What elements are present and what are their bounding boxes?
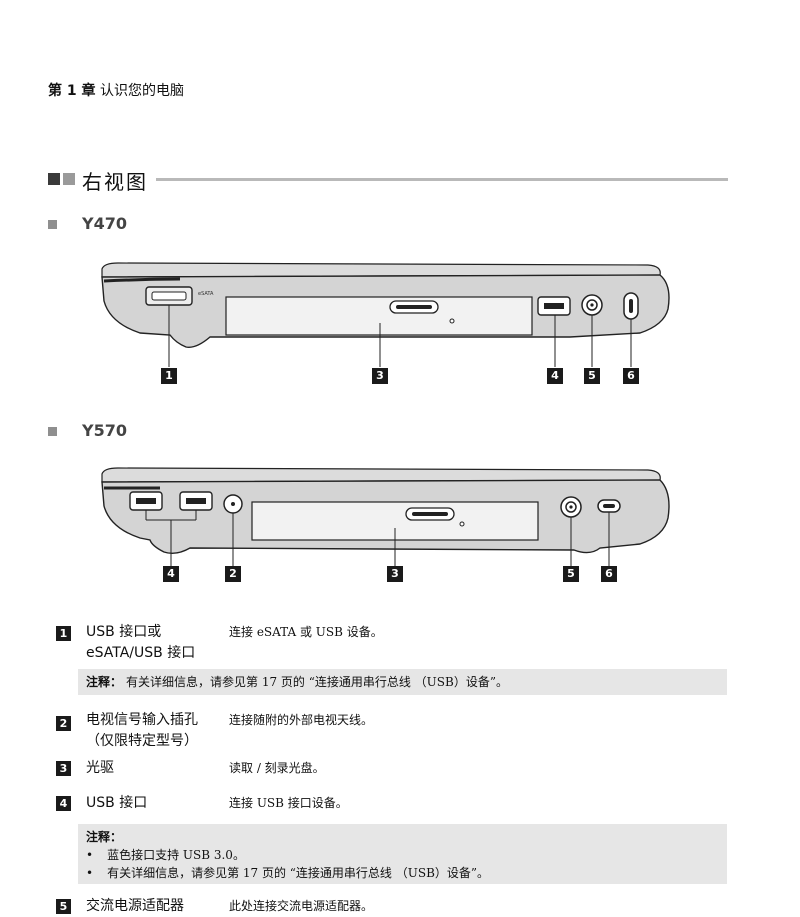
item-term: USB 接口或 eSATA/USB 接口 bbox=[86, 624, 196, 661]
item-badge: 4 bbox=[56, 796, 71, 811]
item-badge: 5 bbox=[56, 899, 71, 914]
note-bullet: •有关详细信息，请参见第 17 页的 “连接通用串行总线 （USB）设备”。 bbox=[86, 866, 490, 880]
item-term: 电视信号输入插孔 （仅限特定型号） bbox=[86, 712, 198, 749]
note-label: 注释： bbox=[86, 830, 123, 844]
callout-badge: 3 bbox=[387, 566, 403, 582]
chapter-title: 认识您的电脑 bbox=[99, 83, 184, 99]
item-desc: 连接随附的外部电视天线。 bbox=[229, 713, 374, 727]
item-term: 光驱 bbox=[86, 760, 114, 776]
model-title-y570: Y570 bbox=[82, 421, 127, 440]
section-title: 右视图 bbox=[82, 170, 148, 194]
note-text: 有关详细信息，请参见第 17 页的 “连接通用串行总线 （USB）设备”。 bbox=[126, 675, 508, 689]
item-desc: 连接 USB 接口设备。 bbox=[229, 796, 348, 810]
laptop-diagram-y470: eSATA bbox=[101, 262, 670, 367]
section-marker-light bbox=[63, 173, 75, 185]
chapter-header: 第 1 章 认识您的电脑 bbox=[48, 80, 184, 100]
item-badge: 2 bbox=[56, 716, 71, 731]
callout-badge: 5 bbox=[584, 368, 600, 384]
callout-badge: 4 bbox=[163, 566, 179, 582]
callout-badge: 6 bbox=[623, 368, 639, 384]
model-title-y470: Y470 bbox=[82, 214, 127, 233]
callout-badge: 4 bbox=[547, 368, 563, 384]
item-desc: 读取 / 刻录光盘。 bbox=[229, 761, 325, 775]
callout-badge: 3 bbox=[372, 368, 388, 384]
laptop-diagram-y570 bbox=[101, 467, 670, 566]
callout-badge: 2 bbox=[225, 566, 241, 582]
item-desc: 连接 eSATA 或 USB 设备。 bbox=[229, 625, 383, 639]
item-term: 交流电源适配器 bbox=[86, 898, 184, 914]
item-desc: 此处连接交流电源适配器。 bbox=[229, 899, 374, 913]
callout-badge: 5 bbox=[563, 566, 579, 582]
note-box: 注释： •蓝色接口支持 USB 3.0。 •有关详细信息，请参见第 17 页的 … bbox=[78, 824, 727, 884]
note-box: 注释：有关详细信息，请参见第 17 页的 “连接通用串行总线 （USB）设备”。 bbox=[78, 669, 727, 695]
item-badge: 3 bbox=[56, 761, 71, 776]
svg-text:eSATA: eSATA bbox=[198, 291, 214, 297]
callout-badge: 6 bbox=[601, 566, 617, 582]
callout-badge: 1 bbox=[161, 368, 177, 384]
section-marker-dark bbox=[48, 173, 60, 185]
chapter-number: 第 1 章 bbox=[48, 83, 96, 99]
model-marker bbox=[48, 427, 57, 436]
item-term: USB 接口 bbox=[86, 795, 148, 811]
model-marker bbox=[48, 220, 57, 229]
note-bullet: •蓝色接口支持 USB 3.0。 bbox=[86, 848, 245, 862]
item-badge: 1 bbox=[56, 626, 71, 641]
note-label: 注释： bbox=[86, 675, 123, 689]
section-rule bbox=[156, 178, 728, 181]
